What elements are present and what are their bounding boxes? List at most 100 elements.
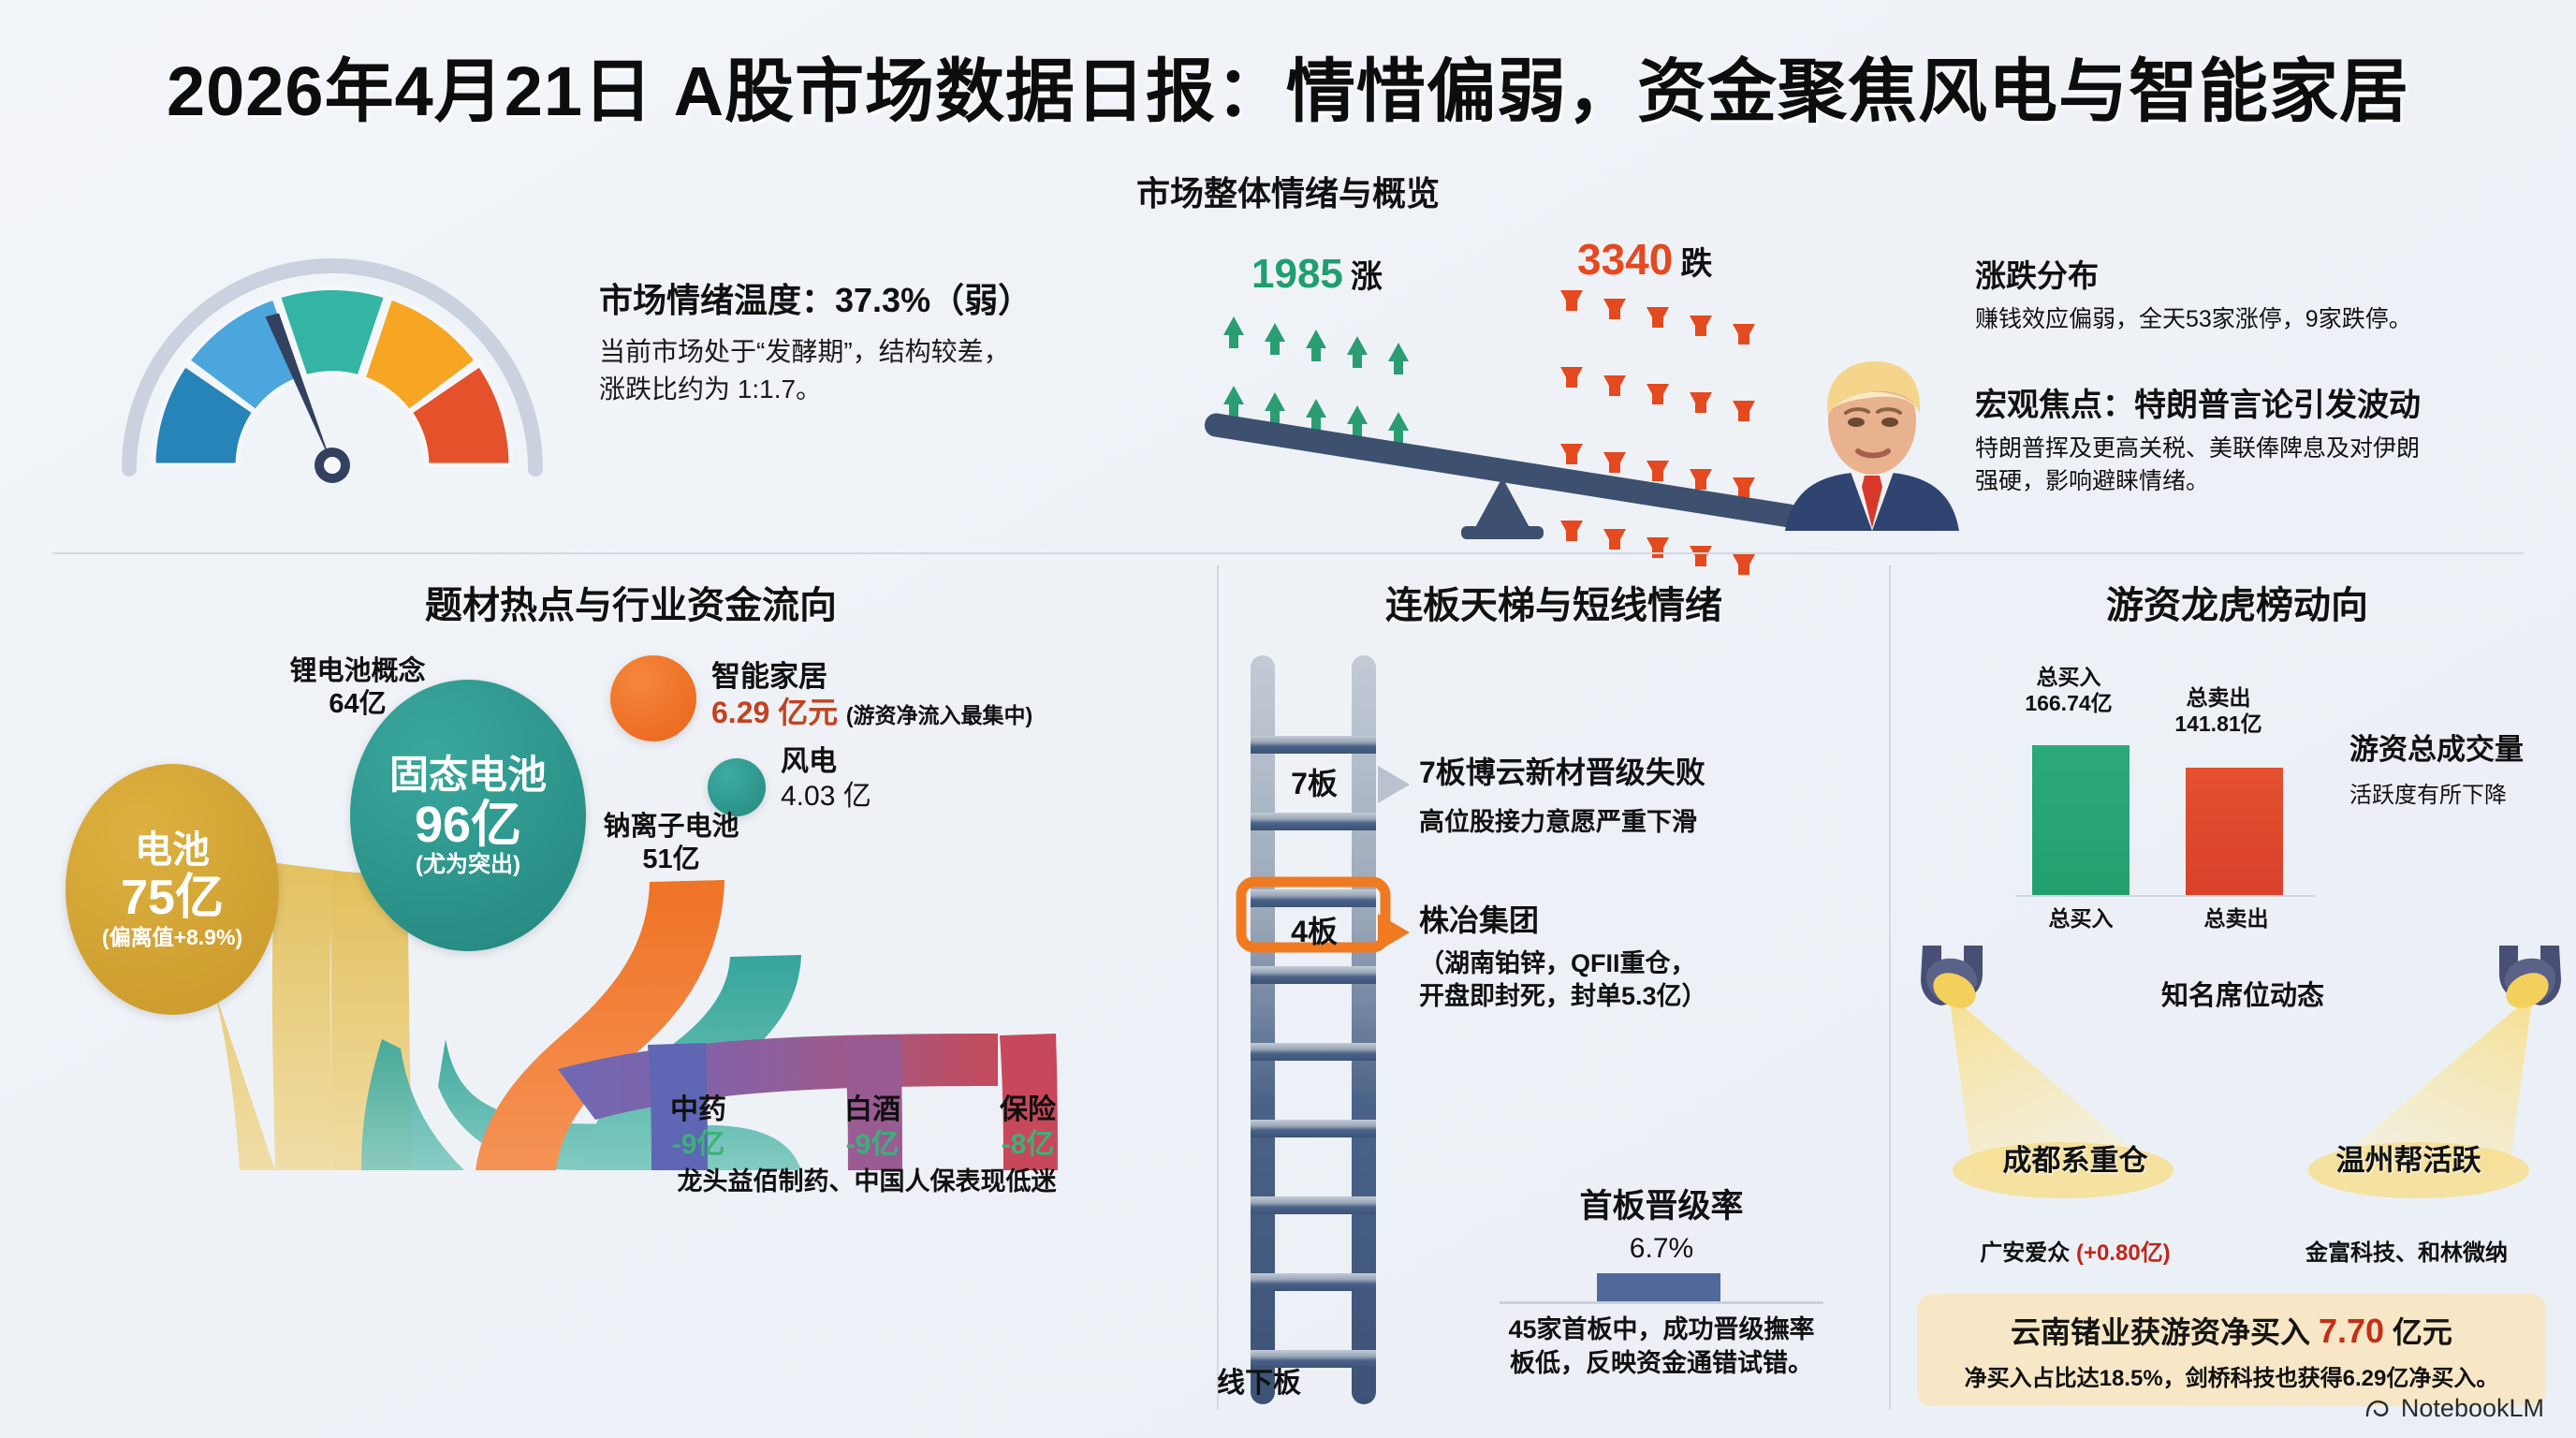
sector-flow-diagram: 电池 75亿 (偏离值+8.9%) 固态电池 96亿 (尤为突出) 锂电池概念 … [52,646,1213,1196]
ladder-callout-mid-sub-line2: 开盘即封死，封单5.3亿） [1419,982,1707,1011]
down-arrow-icon [1733,324,1755,345]
sector-bubble-solid-state-name: 固态电池 [388,752,547,797]
sector-label-smart-home: 智能家居 6.29 亿元 (游资净流入最集中) [711,659,1198,731]
sector-label-smart-home-name: 智能家居 [711,660,827,693]
advancers-number: 1985 [1251,251,1343,297]
horizontal-divider [52,552,2524,554]
sector-bubble-smart-home [610,655,696,741]
sector-label-lithium-value: 64亿 [329,689,387,720]
down-arrow-icon [1603,375,1626,396]
highlight-line-1-pre: 云南锗业获游资净买入 [2011,1314,2319,1349]
decliners-label: 跌 [1680,246,1713,282]
down-arrow-icon [1560,521,1583,541]
bar-buy [2032,745,2130,895]
down-arrow-icon [1603,299,1626,319]
down-arrow-icon [1647,461,1669,481]
outflow-label-baijiu: 白酒 -9亿 [788,1093,957,1162]
down-arrow-icon [1690,469,1712,490]
sector-bubble-battery-value: 75亿 [121,871,224,926]
seat-detail-chengdu: 广安爱众 (+0.80亿) [1921,1234,2230,1267]
seat-detail-chengdu-amount: (+0.80亿) [2075,1240,2171,1266]
ladder-callout-mid-sub-line1: （湖南铂锌，QFII重仓， [1419,949,1696,977]
promotion-rate-bar [1597,1273,1720,1301]
down-arrow-icon [1603,529,1626,550]
outflow-label-insurance: 保险 -8亿 [944,1093,1112,1162]
seat-name-wenzhou: 温州帮活跃 [2335,1144,2481,1177]
sentiment-body: 当前市场处于“发酵期”，结构较差， 涨跌比约为 1:1.7。 [599,333,1161,408]
macro-body-line2: 强硬，影响避睐情绪。 [1975,468,2210,494]
sector-bubble-wind-power [708,758,766,816]
decliners-number: 3340 [1577,235,1674,284]
limit-up-ladder: 7板 4板 线下板 7板博云新材晋级失败 高位股接力意愿严重下滑 株冶集团 （湖… [1217,655,1881,1404]
section-title-ladder: 连板天梯与短线情绪 [1385,585,1722,626]
section-title-overview: 市场整体情绪与概览 [1135,174,1440,213]
hot-money-bar-chart: 总买入 166.74亿 总卖出 141.81亿 总买入 总卖出 [1998,665,2335,936]
macro-body-line1: 特朗普挥及更高关税、美联俸陴息及对伊朗 [1975,435,2421,462]
outflow-note: 龙头益佰制药、中国人保表现低迷 [677,1167,1057,1196]
sector-label-sodium: 钠离子电池 51亿 [564,811,779,877]
down-arrow-icon [1560,367,1583,388]
down-arrow-icon [1560,290,1583,311]
ladder-callout-top: 7板博云新材晋级失败 高位股接力意愿严重下滑 [1419,749,1859,838]
macro-body: 特朗普挥及更高关税、美联俸陴息及对伊朗 强硬，影响避睐情绪。 [1975,433,2555,498]
trump-portrait-icon [1764,348,1980,531]
ladder-callout-mid-title: 株冶集团 [1419,903,1540,937]
ladder-bottom-label: 线下板 [1217,1368,1301,1399]
up-arrow-icon [1223,386,1244,418]
up-arrow-icon [1306,330,1326,361]
down-arrow-icon [1603,452,1626,473]
down-arrow-icon [1690,392,1712,413]
sector-bubble-battery-note: (偏离值+8.9%) [101,924,243,949]
up-arrow-icon [1347,405,1368,437]
promotion-rate-note-line2: 板低，反映资金通错试错。 [1510,1348,1813,1377]
sector-label-wind-name: 风电 [781,746,837,777]
sentiment-gauge [112,211,552,492]
ladder-callout-top-sub: 高位股接力意愿严重下滑 [1419,808,1697,836]
outflow-label-baijiu-value: -9亿 [845,1128,900,1160]
bar-sell [2186,768,2283,895]
down-arrow-icon [1647,384,1669,404]
down-arrow-icon [1560,444,1583,464]
sentiment-text-block: 市场情绪温度：37.3%（弱） 当前市场处于“发酵期”，结构较差， 涨跌比约为 … [599,273,1161,408]
notebooklm-logo-icon [2365,1400,2389,1416]
sentiment-body-line1: 当前市场处于“发酵期”，结构较差， [599,337,1010,366]
sector-label-lithium-name: 锂电池概念 [289,656,426,686]
distribution-and-macro-block: 涨跌分布 赚钱效应偏弱，全天53家涨停，9家跌停。 宏观焦点：特朗普言论引发波动… [1975,251,2555,498]
page-title: 2026年4月21日 A股市场数据日报：情惜偏弱，资金聚焦风电与智能家居 [166,52,2410,130]
bar-xtick-sell: 总卖出 [2203,906,2269,931]
section-title-hot-money: 游资龙虎榜动向 [2106,585,2368,626]
down-arrow-icon [1733,477,1755,498]
up-arrow-icon [1388,343,1409,374]
sentiment-headline: 市场情绪温度：37.3%（弱） [599,281,1032,319]
sector-bubble-battery-name: 电池 [135,829,210,871]
sector-label-sodium-name: 钠离子电池 [603,812,739,842]
outflow-label-baijiu-name: 白酒 [844,1094,900,1125]
outflow-label-insurance-name: 保险 [1000,1094,1056,1125]
bar-label-buy-value: 166.74亿 [2025,690,2113,715]
notebooklm-watermark: NotebookLM [2364,1394,2544,1423]
seat-name-chengdu: 成都系重仓 [2002,1144,2148,1177]
bar-label-buy: 总买入 166.74亿 [1989,665,2148,716]
notebooklm-watermark-text: NotebookLM [2400,1394,2544,1422]
hot-money-volume-heading: 游资总成交量 [2349,733,2524,766]
up-arrow-icon [1347,336,1368,368]
up-arrow-cluster [1223,316,1429,444]
up-arrow-icon [1388,412,1409,444]
sector-bubble-solid-state-value: 96亿 [414,796,522,853]
vertical-divider-left [1217,565,1219,1410]
sentiment-body-line2: 涨跌比约为 1:1.7。 [599,374,823,404]
section-title-sectors: 题材热点与行业资金流向 [425,585,837,626]
ladder-callout-mid: 株冶集团 （湖南铂锌，QFII重仓， 开盘即封死，封单5.3亿） [1419,897,1859,1013]
vertical-divider-right [1889,565,1891,1410]
seats-section-title: 知名席位动态 [2160,981,2324,1011]
bar-xtick-buy: 总买入 [2048,906,2114,931]
promotion-rate-note-line1: 45家首板中，成功晋级撫率 [1508,1315,1815,1343]
down-arrow-icon [1647,307,1669,328]
bar-label-sell-value: 141.81亿 [2174,711,2262,736]
seat-spotlight-left [1921,936,2230,1217]
hot-money-highlight-box: 云南锗业获游资净买入 7.70 亿元 净买入占比达18.5%，剑桥科技也获得6.… [1917,1294,2546,1406]
ladder-callout-top-title: 7板博云新材晋级失败 [1419,756,1705,789]
